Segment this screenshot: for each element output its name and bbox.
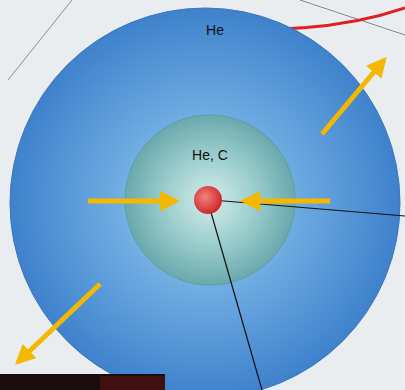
outward-arrow: [322, 60, 384, 134]
shell-label: He: [206, 22, 224, 38]
leader-line: [208, 202, 262, 390]
text-holder: He: [206, 21, 224, 39]
inward-arrow: [88, 199, 176, 204]
shell-label: He, C: [192, 147, 228, 163]
inward-arrow: [244, 199, 330, 204]
text-holder: He, C: [192, 146, 228, 164]
background-line: [8, 0, 72, 80]
dark-panel: [100, 376, 165, 390]
dark-panel: [0, 374, 165, 390]
leader-line: [212, 200, 405, 216]
background-line: [300, 0, 405, 35]
outward-arrow: [18, 284, 100, 362]
core: [194, 186, 222, 214]
